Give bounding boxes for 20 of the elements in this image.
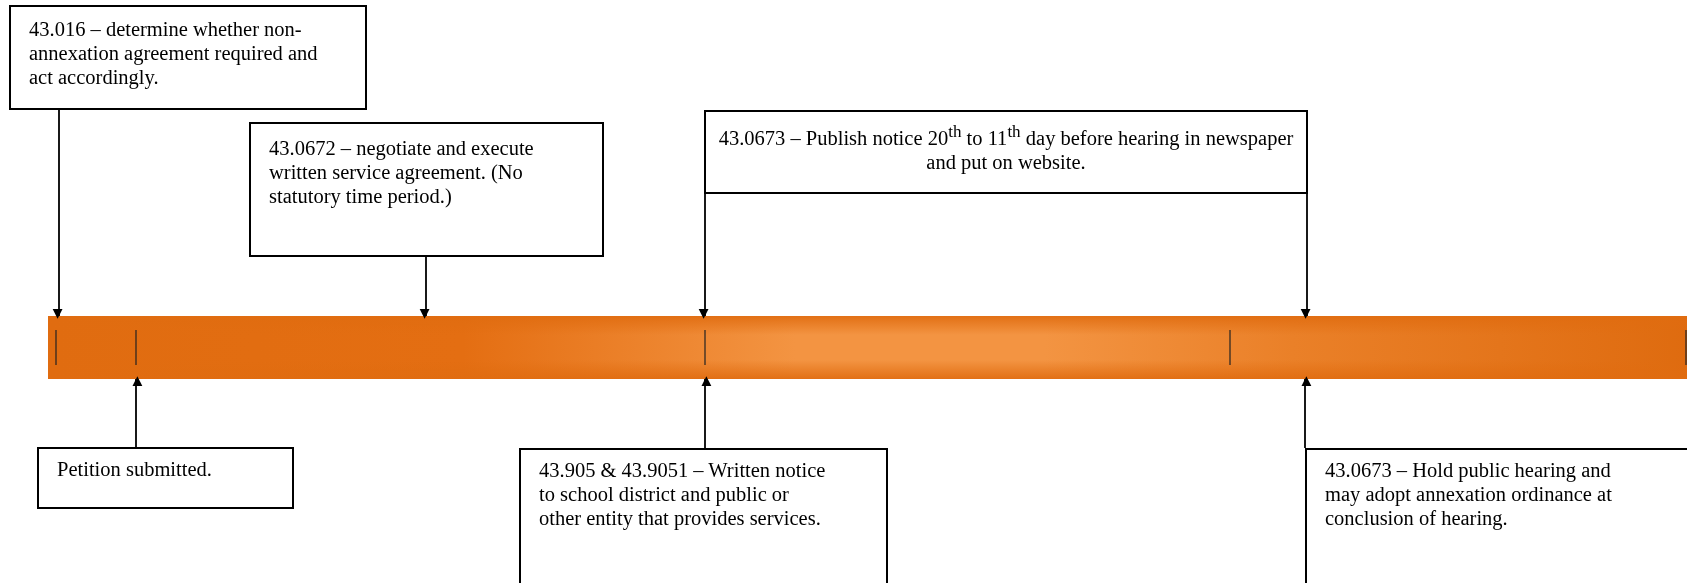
arrow	[701, 376, 712, 449]
step-box	[704, 110, 1308, 194]
arrow	[52, 109, 63, 319]
step-box	[1305, 448, 1687, 583]
step-box	[37, 447, 294, 509]
step-text: Petition submitted.	[57, 457, 213, 481]
arrow	[132, 376, 143, 448]
arrow	[1300, 193, 1311, 319]
arrow	[698, 193, 709, 319]
step-box	[519, 448, 888, 583]
step-box	[9, 5, 367, 110]
step-text: 43.0672 – negotiate and execute written service agreement. (No statutory time period.)	[269, 136, 535, 208]
arrow	[1301, 376, 1312, 449]
step-text: 43.0673 – Publish notice 20$^{th}$ to 11$^{th}$ day before hearing in newspaper and put on website.	[717, 121, 1295, 174]
step-text: 43.016 – determine whether non-annexation agreement required and act accordingly.	[29, 17, 319, 89]
step-text: 43.0673 – Hold public hearing and may adopt annexation ordinance at conclusion of hearing.	[1325, 458, 1613, 530]
step-text: 43.905 & 43.9051 – Written notice to school district and public or other entity that provides services.	[539, 458, 827, 530]
arrow	[419, 256, 430, 319]
step-box	[249, 122, 604, 257]
timeline-bar	[48, 316, 1687, 379]
